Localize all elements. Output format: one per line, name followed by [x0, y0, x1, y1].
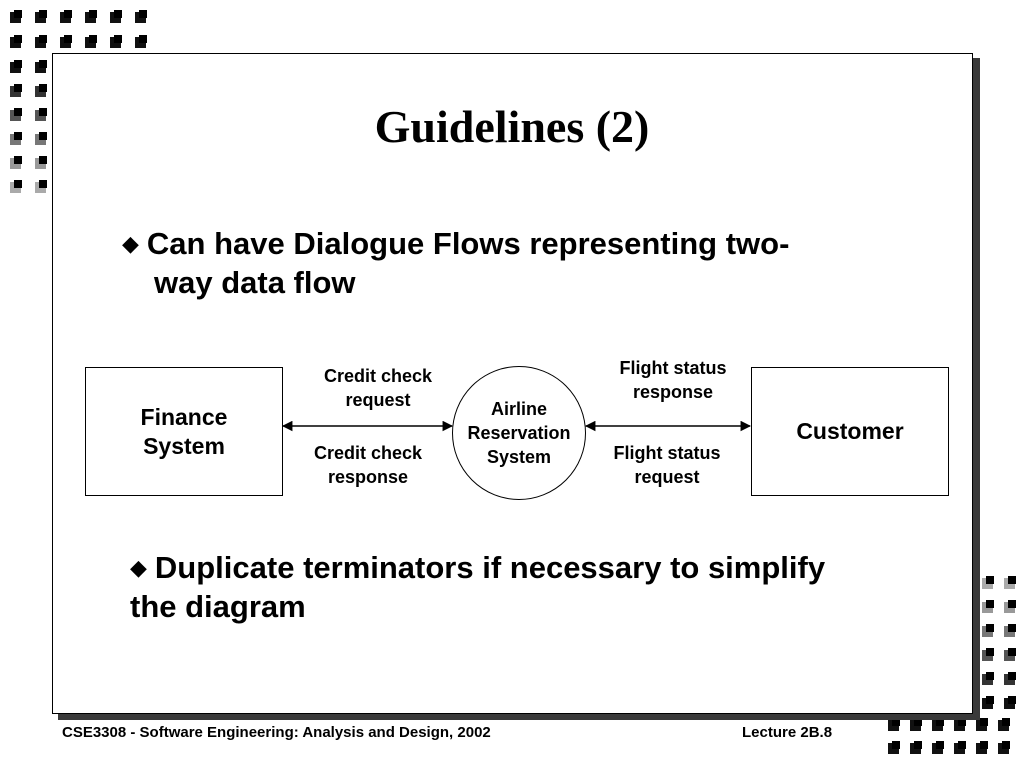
decorative-square — [60, 35, 72, 48]
decorative-square — [982, 576, 994, 589]
decorative-square — [10, 60, 22, 73]
bullet-duplicate-terminators: ◆ Duplicate terminators if necessary to s… — [130, 550, 920, 625]
decorative-square — [910, 741, 922, 754]
diamond-bullet-icon: ◆ — [130, 555, 147, 580]
bullet-text-line-1: Duplicate terminators if necessary to si… — [154, 550, 826, 585]
decorative-square — [1004, 648, 1016, 661]
decorative-square — [982, 600, 994, 613]
decorative-square — [10, 35, 22, 48]
decorative-square — [976, 741, 988, 754]
decorative-square — [932, 741, 944, 754]
diamond-bullet-icon: ◆ — [122, 231, 139, 256]
decorative-square — [35, 35, 47, 48]
decorative-square — [998, 741, 1010, 754]
decorative-square — [10, 180, 22, 193]
decorative-square — [10, 84, 22, 97]
process-airline-reservation-system: Airline Reservation System — [452, 366, 586, 500]
flow-label-credit-check-response: Credit check response — [313, 443, 423, 487]
decorative-square — [1004, 576, 1016, 589]
bullet-text-line-1: Can have Dialogue Flows representing two… — [146, 226, 790, 261]
decorative-square — [35, 60, 47, 73]
decorative-square — [35, 10, 47, 23]
footer-lecture-number: Lecture 2B.8 — [742, 724, 833, 741]
decorative-square — [110, 35, 122, 48]
decorative-square — [135, 35, 147, 48]
bullet-text-line-2: the diagram — [130, 589, 306, 624]
terminator-customer: Customer — [751, 367, 949, 496]
decorative-square — [35, 180, 47, 193]
decorative-square — [976, 718, 988, 731]
terminator-label: Finance System — [140, 403, 228, 459]
decorative-square — [35, 132, 47, 145]
decorative-square — [10, 10, 22, 23]
decorative-square — [982, 648, 994, 661]
terminator-label: Customer — [796, 418, 904, 444]
decorative-square — [954, 741, 966, 754]
decorative-square — [888, 741, 900, 754]
decorative-square — [10, 156, 22, 169]
decorative-square — [85, 10, 97, 23]
decorative-square — [10, 108, 22, 121]
decorative-square — [85, 35, 97, 48]
decorative-square — [1004, 600, 1016, 613]
decorative-square — [10, 132, 22, 145]
decorative-square — [888, 718, 900, 731]
footer-course: CSE3308 - Software Engineering: Analysis… — [62, 724, 491, 741]
decorative-square — [1004, 696, 1016, 709]
decorative-square — [982, 672, 994, 685]
flow-label-flight-status-request: Flight status request — [613, 443, 721, 487]
decorative-square — [954, 718, 966, 731]
flow-label-flight-status-response: Flight status response — [619, 358, 727, 402]
decorative-square — [982, 624, 994, 637]
decorative-square — [932, 718, 944, 731]
decorative-square — [110, 10, 122, 23]
decorative-square — [135, 10, 147, 23]
terminator-finance-system: Finance System — [85, 367, 283, 496]
flow-label-credit-check-request: Credit check request — [323, 366, 433, 410]
decorative-square — [1004, 624, 1016, 637]
decorative-square — [982, 696, 994, 709]
decorative-square — [910, 718, 922, 731]
decorative-square — [998, 718, 1010, 731]
decorative-square — [35, 108, 47, 121]
decorative-square — [35, 156, 47, 169]
slide-title: Guidelines (2) — [374, 101, 650, 152]
decorative-square — [60, 10, 72, 23]
decorative-square — [35, 84, 47, 97]
process-label: Airline Reservation System — [467, 399, 571, 467]
decorative-square — [1004, 672, 1016, 685]
bullet-dialogue-flows: ◆ Can have Dialogue Flows representing tw… — [122, 226, 882, 301]
bullet-text-line-2: way data flow — [154, 265, 356, 300]
